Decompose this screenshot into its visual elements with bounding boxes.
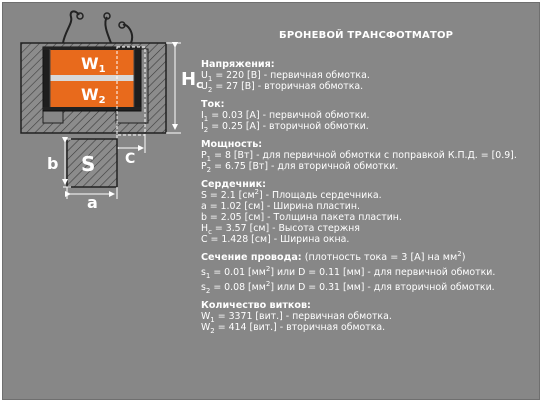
result-row: S = 2.1 [см2] - Площадь сердечника. xyxy=(201,187,382,201)
section-heading: Ток: xyxy=(201,99,225,110)
transformer-diagram: W1 W2 Hc C S b a xyxy=(20,10,203,212)
lead-wire-3 xyxy=(122,23,133,44)
result-row: P1 = 8 [Вт] - для первичной обмотки с по… xyxy=(201,150,517,163)
result-row: s2 = 0.08 [мм2] или D = 0.31 [мм] - для … xyxy=(201,279,495,295)
section-current: Ток: I1 = 0.03 [А] - первичной обмотки. … xyxy=(201,99,539,134)
result-row: U2 = 27 [В] - вторичная обмотка. xyxy=(201,81,364,94)
section-heading: Напряжения: xyxy=(201,59,275,70)
result-row: U1 = 220 [В] - первичная обмотка. xyxy=(201,70,370,83)
result-row: Hc = 3.57 [см] - Высота стержня xyxy=(201,223,360,236)
lead-wire-1 xyxy=(62,10,80,44)
a-label: a xyxy=(87,193,98,212)
winding-divider xyxy=(50,75,134,81)
section-heading: Сечение провода: (плотность тока = 3 [А]… xyxy=(201,249,466,263)
result-row: I1 = 0.03 [А] - первичной обмотки. xyxy=(201,110,370,123)
window-outline xyxy=(116,46,146,136)
result-row: s1 = 0.01 [мм2] или D = 0.11 [мм] - для … xyxy=(201,264,496,280)
page-title: БРОНЕВОЙ ТРАНСФОТМАТОР xyxy=(279,30,454,41)
lead-wire-2 xyxy=(104,16,112,44)
terminal-3 xyxy=(118,21,126,29)
section-wire: Сечение провода: (плотность тока = 3 [А]… xyxy=(201,249,539,295)
result-row: a = 1.02 [см] - Ширина пластин. xyxy=(201,201,360,212)
section-voltage: Напряжения: U1 = 220 [В] - первичная обм… xyxy=(201,59,539,94)
transformer-panel: W1 W2 Hc C S b a БРОНЕВОЙ ТРАНСФОТМАТОР … xyxy=(2,2,540,400)
b-label: b xyxy=(47,154,58,173)
c-label: C xyxy=(125,151,135,167)
section-core: Сердечник: S = 2.1 [см2] - Площадь серде… xyxy=(201,179,539,245)
winding-1-label: W1 xyxy=(81,54,106,75)
cross-section xyxy=(66,138,118,188)
s-label: S xyxy=(81,152,95,176)
terminal-1 xyxy=(76,12,84,20)
winding-2-label: W2 xyxy=(81,85,106,106)
result-row: b = 2.05 [см] - Толщина пакета пластин. xyxy=(201,212,402,223)
winding-2 xyxy=(50,81,134,107)
terminal-2 xyxy=(103,12,111,20)
section-heading: Сердечник: xyxy=(201,179,266,190)
winding-1 xyxy=(50,49,134,75)
result-row: W2 = 414 [вит.] - вторичная обмотка. xyxy=(201,322,386,335)
hc-label: Hc xyxy=(181,69,203,91)
section-turns: Количество витков: W1 = 3371 [вит.] - пе… xyxy=(201,300,539,335)
result-row: I2 = 0.25 [А] - вторичной обмотки. xyxy=(201,121,369,134)
section-heading: Количество витков: xyxy=(201,300,311,311)
result-row: P2 = 6.75 [Вт] - для вторичной обмотки. xyxy=(201,161,399,174)
result-row: C = 1.428 [см] - Ширина окна. xyxy=(201,234,350,245)
section-heading: Мощность: xyxy=(201,139,263,150)
section-power: Мощность: P1 = 8 [Вт] - для первичной об… xyxy=(201,139,539,174)
calculation-results: Напряжения: U1 = 220 [В] - первичная обм… xyxy=(201,29,539,335)
result-row: W1 = 3371 [вит.] - первичная обмотка. xyxy=(201,311,392,324)
